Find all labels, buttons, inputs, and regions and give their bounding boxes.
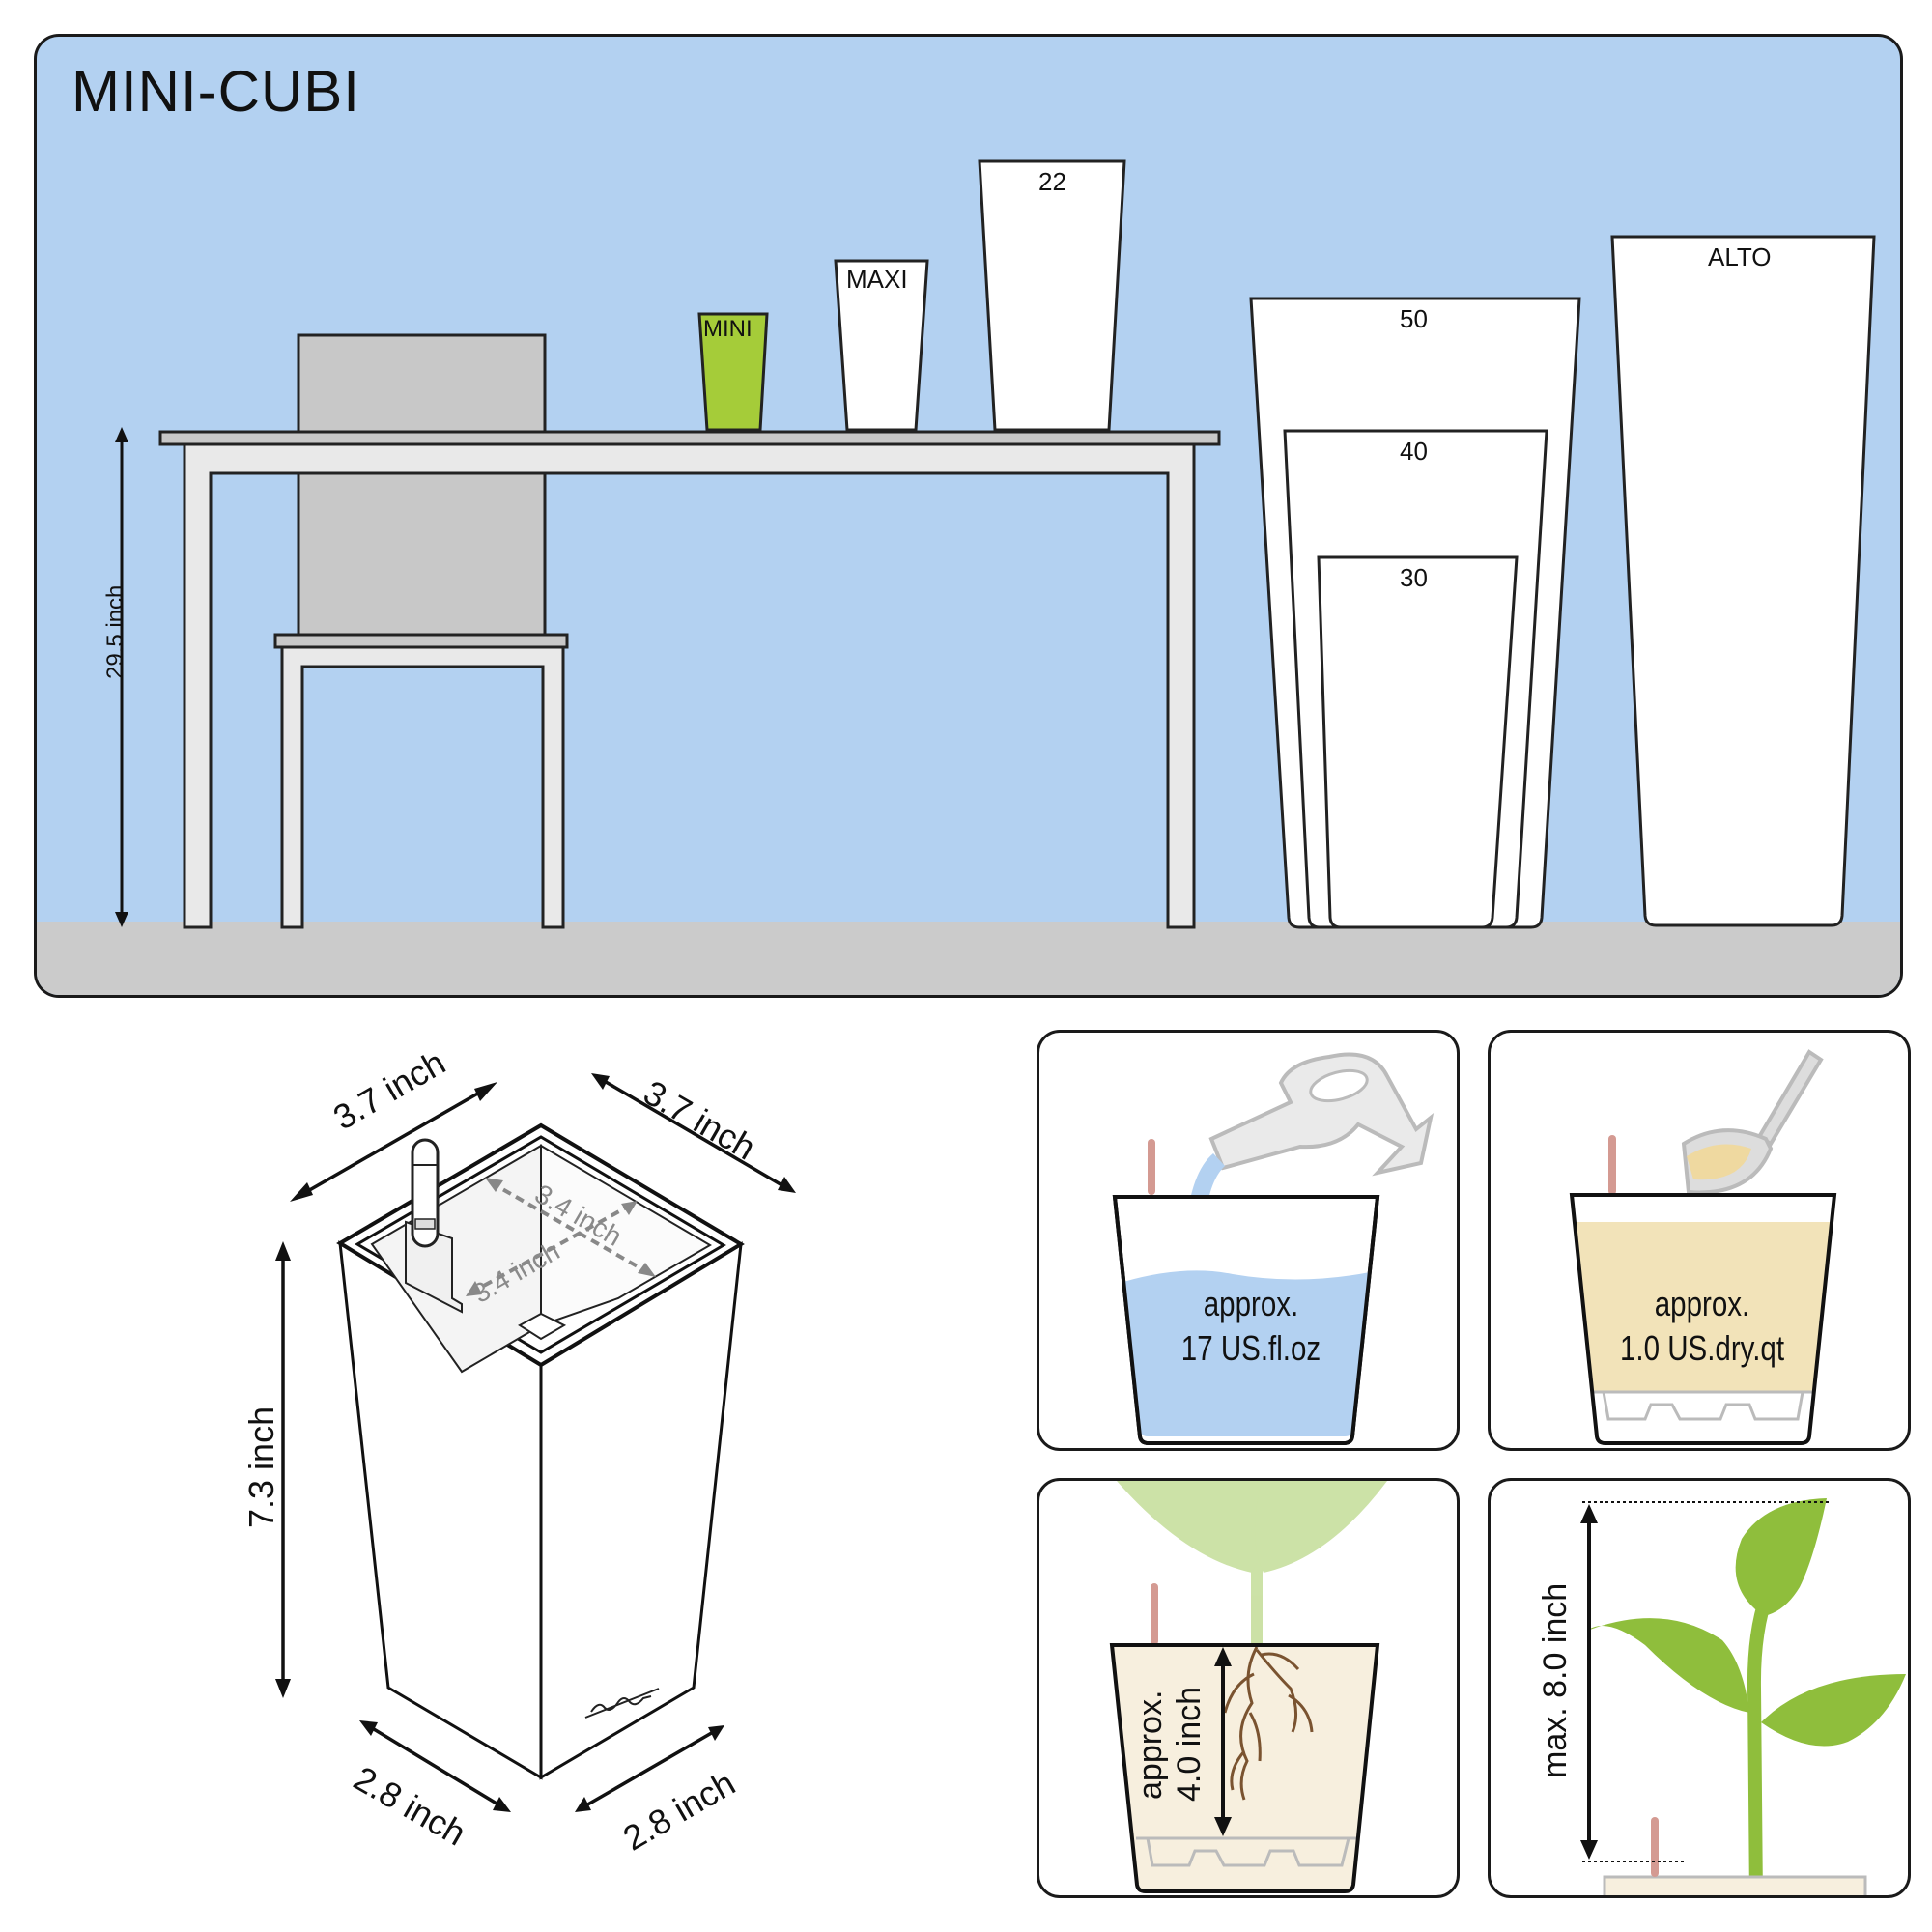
table-legs [183, 442, 1196, 929]
cube-drawing [275, 1073, 796, 1812]
arrow-heads [275, 1073, 796, 1812]
substrate-volume-line2: 1.0 US.dry.qt [1619, 1328, 1785, 1368]
planter-30 [1317, 555, 1519, 929]
water-level-indicator-icon [405, 1138, 463, 1314]
table-height-arrow [115, 427, 128, 927]
planter-label-30: 30 [1400, 563, 1428, 592]
roots-drawing [1109, 1481, 1387, 1893]
water-capacity-text: approx. 17 US.fl.oz [1132, 1282, 1370, 1371]
water-level-indicator-icon [1608, 1135, 1616, 1195]
planter-alto [1610, 235, 1876, 927]
pot-substrate [1569, 1193, 1837, 1445]
logo-signature [584, 1688, 660, 1719]
substrate-volume-text: approx. 1.0 US.dry.qt [1583, 1282, 1821, 1371]
outer-dimension-arrows [281, 1077, 786, 1808]
plant-height-label: max. 8.0 inch [1537, 1582, 1574, 1778]
water-level-indicator-icon [1151, 1583, 1158, 1645]
info-panel-water-capacity: approx. 17 US.fl.oz [1037, 1030, 1460, 1451]
planter-label-alto: ALTO [1708, 242, 1772, 271]
planter-label-50: 50 [1400, 304, 1428, 333]
pot-roots [1109, 1643, 1380, 1893]
scene-drawing [115, 159, 1876, 929]
planter-dimension-drawing: 3.7 inch 3.7 inch 3.4 inch 3.4 inch 7.3 … [0, 1005, 1024, 1932]
substrate-drawing [1569, 1049, 1837, 1445]
root-depth-line1: approx. [1132, 1690, 1169, 1800]
info-panel-plant-height: max. 8.0 inch [1488, 1478, 1911, 1898]
inner-dimension-arrows [470, 1180, 650, 1294]
chair-seat [273, 633, 569, 649]
dim-height-label: 7.3 inch [242, 1406, 281, 1528]
plant-roots [1223, 1646, 1314, 1801]
watering-can-icon [1208, 1052, 1435, 1177]
plant-height-arrow [1580, 1504, 1598, 1860]
info-panel-substrate-volume: approx. 1.0 US.dry.qt [1488, 1030, 1911, 1451]
planter-label-22: 22 [1038, 167, 1066, 196]
plant-height-drawing [1580, 1498, 1906, 1895]
water-drawing [1112, 1052, 1435, 1445]
water-level-indicator-icon [1148, 1139, 1155, 1195]
root-depth-arrow [1214, 1647, 1232, 1836]
scene-title: MINI-CUBI [71, 59, 360, 124]
substrate-volume-line1: approx. [1654, 1284, 1750, 1323]
pot-rim [1603, 1875, 1867, 1895]
planter-inner-floor [518, 1312, 567, 1341]
plant-icon [1587, 1498, 1906, 1895]
trowel-icon [1681, 1049, 1824, 1195]
planter-size-comparison-scene: MINI-CUBI 29.5 inch MINI MAXI 22 50 40 3… [34, 34, 1903, 998]
planter-maxi [834, 259, 929, 432]
planter-label-maxi: MAXI [846, 265, 908, 294]
planter-label-40: 40 [1400, 437, 1428, 466]
root-depth-line2: 4.0 inch [1171, 1686, 1208, 1802]
water-capacity-line1: approx. [1203, 1284, 1299, 1323]
reservoir-insert [1592, 1390, 1815, 1421]
chair-legs [280, 645, 565, 929]
plant-icon [1117, 1481, 1387, 1650]
planter-mini [697, 312, 769, 432]
water-level-indicator-icon [1651, 1817, 1659, 1877]
table-height-label: 29.5 inch [102, 584, 128, 679]
planter-label-mini: MINI [703, 316, 753, 342]
floor [37, 922, 1900, 995]
info-panel-root-depth: approx. 4.0 inch [1037, 1478, 1460, 1898]
planter-22 [978, 159, 1126, 432]
water-capacity-line2: 17 US.fl.oz [1180, 1328, 1321, 1368]
chair-back [297, 333, 547, 637]
table-top [158, 430, 1221, 446]
